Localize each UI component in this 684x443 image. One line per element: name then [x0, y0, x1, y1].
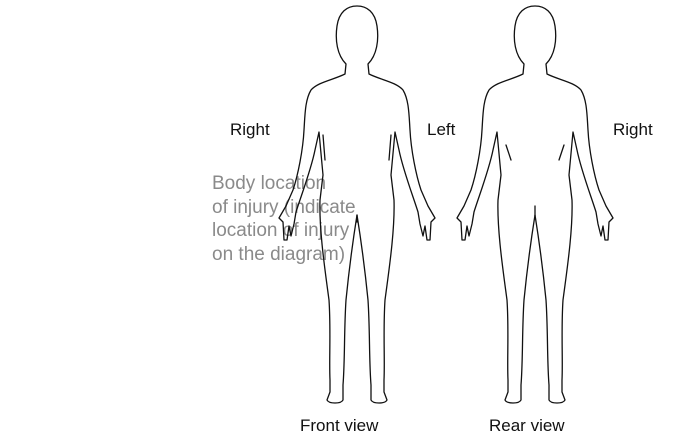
rear-body-diagram[interactable] [451, 0, 621, 410]
rear-shoulder-blade-line [506, 145, 511, 160]
front-chest-line [323, 135, 325, 160]
front-view-caption: Front view [300, 416, 378, 436]
front-body-outline-icon [279, 6, 435, 403]
front-body-diagram[interactable] [273, 0, 443, 410]
rear-shoulder-blade-line [559, 145, 564, 160]
rear-view-caption: Rear view [489, 416, 565, 436]
rear-body-outline-icon [457, 6, 613, 403]
front-chest-line [389, 135, 391, 160]
front-right-side-label: Right [230, 120, 270, 140]
